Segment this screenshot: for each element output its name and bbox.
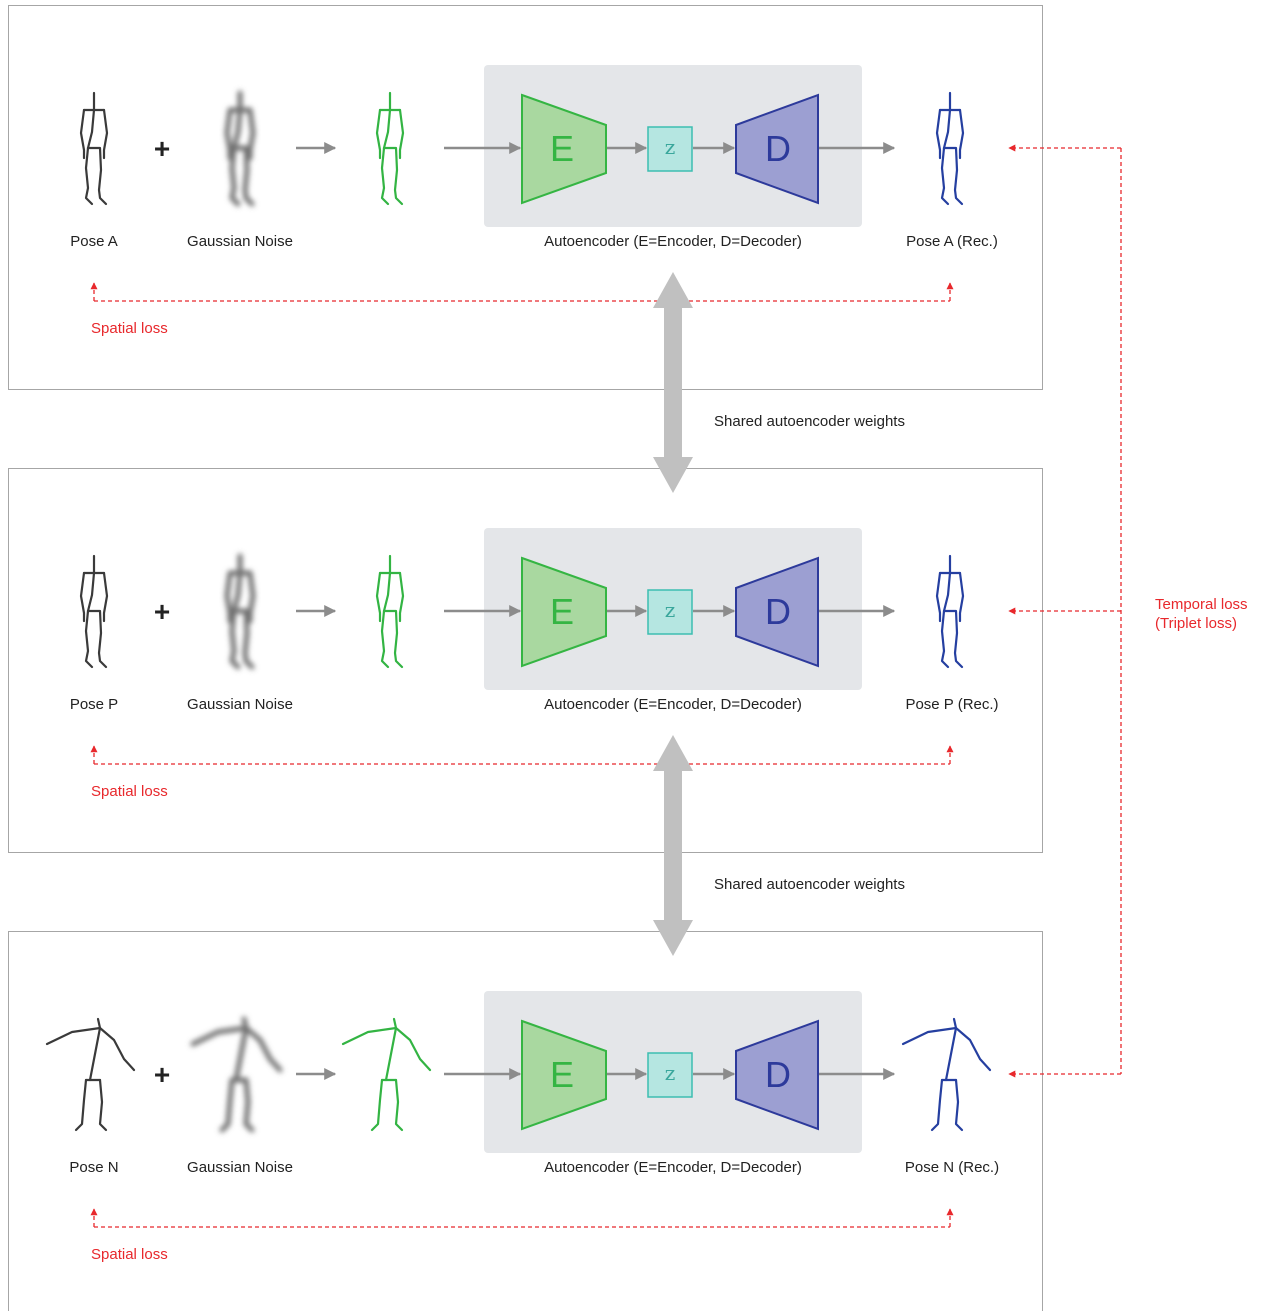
shared-weights-label: Shared autoencoder weights xyxy=(714,876,905,893)
decoder-label: D xyxy=(765,1054,791,1095)
shared-weights-arrow: Shared autoencoder weights xyxy=(653,272,905,493)
decoder-label: D xyxy=(765,591,791,632)
encoder-label: E xyxy=(550,128,574,169)
reconstruction-label: Pose A (Rec.) xyxy=(906,233,998,250)
decoder-block xyxy=(735,93,819,205)
reconstructed-pose-figure xyxy=(935,91,965,206)
reconstruction-label: Pose N (Rec.) xyxy=(905,1159,999,1176)
spatial-loss-label: Spatial loss xyxy=(91,320,168,337)
denoised-pose-figure xyxy=(375,91,405,206)
input-pose-figure xyxy=(45,1017,136,1132)
shared-weights-label: Shared autoencoder weights xyxy=(714,413,905,430)
input-pose-figure xyxy=(79,554,109,669)
decoder-block xyxy=(735,1019,819,1131)
noisy-pose-figure xyxy=(224,90,256,207)
spatial-loss-label: Spatial loss xyxy=(91,783,168,800)
autoencoder-label: Autoencoder (E=Encoder, D=Decoder) xyxy=(544,696,802,713)
reconstruction-label: Pose P (Rec.) xyxy=(905,696,998,713)
noisy-pose-figure xyxy=(224,553,256,670)
pose-label: Pose N xyxy=(69,1159,118,1176)
spatial-loss-label: Spatial loss xyxy=(91,1246,168,1263)
reconstructed-pose-figure xyxy=(935,554,965,669)
noise-label: Gaussian Noise xyxy=(187,1159,293,1176)
denoised-pose-figure xyxy=(341,1017,432,1132)
noise-label: Gaussian Noise xyxy=(187,233,293,250)
noisy-pose-figure xyxy=(190,1016,283,1133)
latent-label: z xyxy=(665,1061,676,1085)
latent-label: z xyxy=(665,135,676,159)
decoder-label: D xyxy=(765,128,791,169)
temporal-loss: Temporal loss (Triplet loss) xyxy=(1008,144,1248,1078)
encoder-label: E xyxy=(550,591,574,632)
plus-sign: + xyxy=(154,133,170,164)
autoencoder-label: Autoencoder (E=Encoder, D=Decoder) xyxy=(544,1159,802,1176)
autoencoder-label: Autoencoder (E=Encoder, D=Decoder) xyxy=(544,233,802,250)
temporal-loss-label: Temporal loss xyxy=(1155,596,1248,613)
pose-label: Pose P xyxy=(70,696,118,713)
encoder-label: E xyxy=(550,1054,574,1095)
encoder-block xyxy=(521,93,607,205)
latent-label: z xyxy=(665,598,676,622)
reconstructed-pose-figure xyxy=(901,1017,992,1132)
latent-block xyxy=(647,1052,693,1098)
noise-label: Gaussian Noise xyxy=(187,696,293,713)
denoised-pose-figure xyxy=(375,554,405,669)
triplet-loss-label: (Triplet loss) xyxy=(1155,615,1237,632)
latent-block xyxy=(647,126,693,172)
plus-sign: + xyxy=(154,596,170,627)
double-arrow-shape xyxy=(653,272,693,493)
encoder-block xyxy=(521,1019,607,1131)
decoder-block xyxy=(735,556,819,668)
input-pose-figure xyxy=(79,91,109,206)
plus-sign: + xyxy=(154,1059,170,1090)
double-arrow-shape xyxy=(653,735,693,956)
shared-weights-arrow: Shared autoencoder weights xyxy=(653,735,905,956)
pose-label: Pose A xyxy=(70,233,118,250)
encoder-block xyxy=(521,556,607,668)
latent-block xyxy=(647,589,693,635)
